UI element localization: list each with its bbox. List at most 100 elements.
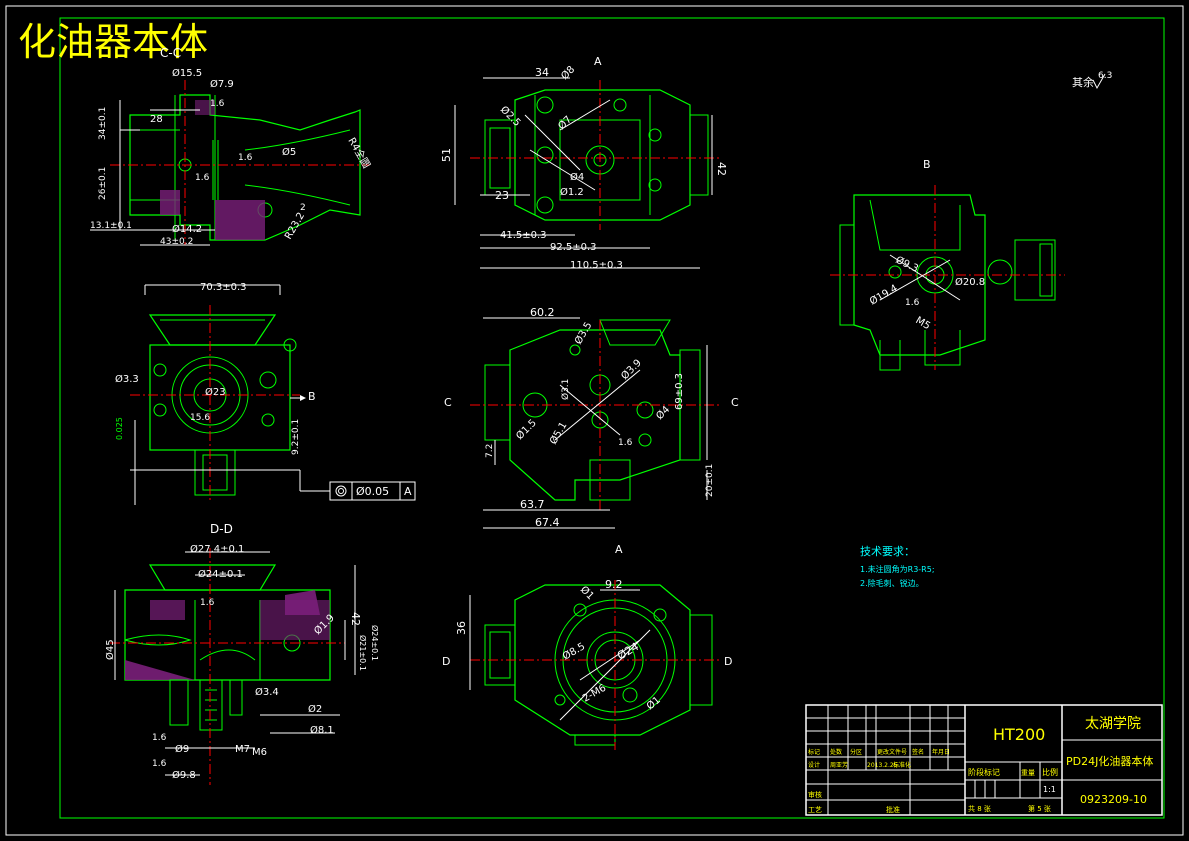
inner-border	[59, 17, 1165, 819]
tb-sheet-no: 第 5 张	[1028, 804, 1051, 813]
dim-roughness-1: 1.6	[210, 99, 225, 109]
dim-m6: M6	[252, 747, 267, 758]
dim-20: 20±0.1	[705, 464, 715, 497]
dim-roughness-3: 1.6	[238, 153, 253, 163]
tb-design-date: 2013.2.25	[867, 762, 898, 769]
dim-c-3-1: Ø3.1	[560, 379, 571, 400]
dim-28: 28	[150, 114, 163, 125]
dim-front-2-5: Ø2.5	[498, 104, 523, 129]
dim-roughness-2: 1.6	[195, 173, 210, 183]
school-name: 太湖学院	[1085, 716, 1141, 732]
dim-front-42: 42	[715, 162, 728, 176]
dim-b-9-3: Ø9.3	[894, 254, 921, 275]
tb-review: 审核	[808, 790, 822, 799]
view-b: B Ø9.3 Ø20.8 Ø19.4 1.6 M5	[830, 158, 1065, 371]
dim-c-1-5: Ø1.5	[514, 417, 539, 442]
tb-stage: 阶段标记	[968, 767, 1000, 777]
dim-dd-24: Ø24±0.1	[370, 625, 380, 661]
roughness-value: 6.3	[1098, 71, 1112, 81]
dim-26: 26±0.1	[98, 167, 108, 200]
tb-weight: 重量	[1021, 769, 1035, 777]
dim-8-1: Ø8.1	[310, 724, 334, 736]
front-label-a-top: A	[594, 55, 602, 68]
dim-34: 34±0.1	[98, 107, 108, 140]
dim-63-7: 63.7	[520, 498, 545, 511]
tb-designer-label: 设计	[808, 761, 820, 769]
view-dd: D-D Ø27.4±0.1 Ø24±0.1 1.6 42 Ø45 Ø1.9 Ø2…	[104, 522, 380, 785]
dim-b-20-8: Ø20.8	[955, 276, 985, 288]
concentricity-icon	[335, 485, 347, 497]
center-label-c-left: C	[444, 396, 452, 409]
dim-5: Ø5	[282, 146, 296, 158]
dim-front-8: Ø8	[559, 64, 578, 83]
tb-label-mark: 标记	[808, 748, 820, 756]
tb-label-date: 年月日	[932, 748, 950, 756]
dim-front-110-5: 110.5±0.3	[570, 260, 623, 271]
dim-70-3: 70.3±0.3	[200, 282, 247, 293]
dim-dd-1-6-b: 1.6	[152, 733, 167, 743]
dim-0-025: 0.025	[115, 417, 124, 440]
tb-scale: 1:1	[1043, 785, 1056, 794]
tech-requirements: 技术要求： 1.未注圆角为R3-R5; 2.除毛刺、锐边。	[860, 545, 935, 588]
dim-c-5-1: Ø5.1	[547, 420, 569, 447]
dim-m7: M7	[235, 744, 250, 755]
geom-tol-value: Ø0.05	[356, 485, 389, 498]
dim-b-1-6: 1.6	[905, 298, 920, 308]
dim-c-3-5: Ø3.5	[572, 320, 594, 347]
tb-ratio: 比例	[1042, 767, 1058, 777]
dim-bottom-1: Ø1	[578, 584, 597, 603]
part-name: PD24J化油器本体	[1066, 754, 1153, 768]
tb-total-sheets: 共 8 张	[968, 804, 991, 813]
view-center: C C 60.2 Ø3.5 Ø3.9 Ø3.1 Ø4 Ø5.1 Ø1.5 69±…	[444, 306, 739, 556]
dim-bottom-9-2: 9.2	[605, 578, 623, 591]
dim-front-51: 51	[440, 148, 453, 162]
dim-45: Ø45	[104, 639, 116, 660]
dim-27-4: Ø27.4±0.1	[190, 543, 244, 555]
dim-front-41-5: 41.5±0.3	[500, 230, 547, 241]
dim-front-92-5: 92.5±0.3	[550, 242, 597, 253]
view-front: A 34 Ø8 51 Ø2.5 Ø7 Ø4 Ø1.2 23 42 41.5±0.…	[440, 55, 728, 271]
material: HT200	[993, 725, 1045, 744]
roughness-note: 其余	[1072, 75, 1094, 89]
front-label-a-bottom: A	[615, 543, 623, 556]
dim-2: 2	[300, 203, 306, 213]
geom-tol-datum: A	[404, 485, 412, 498]
dim-b-m5: M5	[914, 315, 932, 332]
dim-7-9: Ø7.9	[210, 78, 234, 90]
dim-front-34: 34	[535, 66, 549, 79]
dim-c-4: Ø4	[654, 404, 673, 423]
dim-7-2: 7.2	[485, 444, 495, 458]
dim-67-4: 67.4	[535, 516, 560, 529]
tb-standard: 标准化	[893, 761, 911, 769]
dim-42: 42	[349, 612, 362, 626]
tb-designer-name: 周亚芳	[830, 761, 848, 769]
drawing-number: 0923209-10	[1080, 793, 1147, 806]
tech-heading: 技术要求：	[860, 545, 915, 558]
arrow-b-label: B	[308, 390, 316, 403]
dim-dd-1-6: 1.6	[200, 598, 215, 608]
tb-process: 工艺	[808, 806, 822, 814]
dim-43: 43±0.2	[160, 237, 193, 247]
dim-dd-21: Ø21±0.1	[358, 635, 368, 671]
tech-item-1: 1.未注圆角为R3-R5;	[860, 564, 935, 574]
dim-c-3-9: Ø3.9	[619, 357, 644, 382]
dim-3-3: Ø3.3	[115, 373, 139, 385]
dim-9-8: Ø9.8	[172, 769, 196, 781]
tb-label-sign: 签名	[912, 748, 924, 756]
outer-border	[5, 5, 1184, 836]
view-left-middle: 70.3±0.3 Ø3.3 Ø23 15.6 9.2±0.1 0.025 B Ø…	[115, 282, 416, 505]
dim-front-7: Ø7	[556, 114, 575, 133]
dim-front-23: 23	[495, 189, 509, 202]
bottom-label-d-right: D	[724, 655, 732, 668]
dim-r23: R23.2	[283, 211, 307, 242]
dim-9-2: 9.2±0.1	[291, 419, 301, 455]
view-dd-label: D-D	[210, 522, 233, 536]
title-block: HT200 太湖学院 PD24J化油器本体 0923209-10 标记 处数 分…	[805, 704, 1163, 816]
dim-36: 36	[455, 621, 468, 635]
view-cc-label: C-C	[160, 46, 181, 60]
dim-8-5: Ø8.5	[561, 640, 588, 662]
dim-9: Ø9	[175, 743, 189, 755]
tb-label-zone: 分区	[850, 748, 862, 756]
